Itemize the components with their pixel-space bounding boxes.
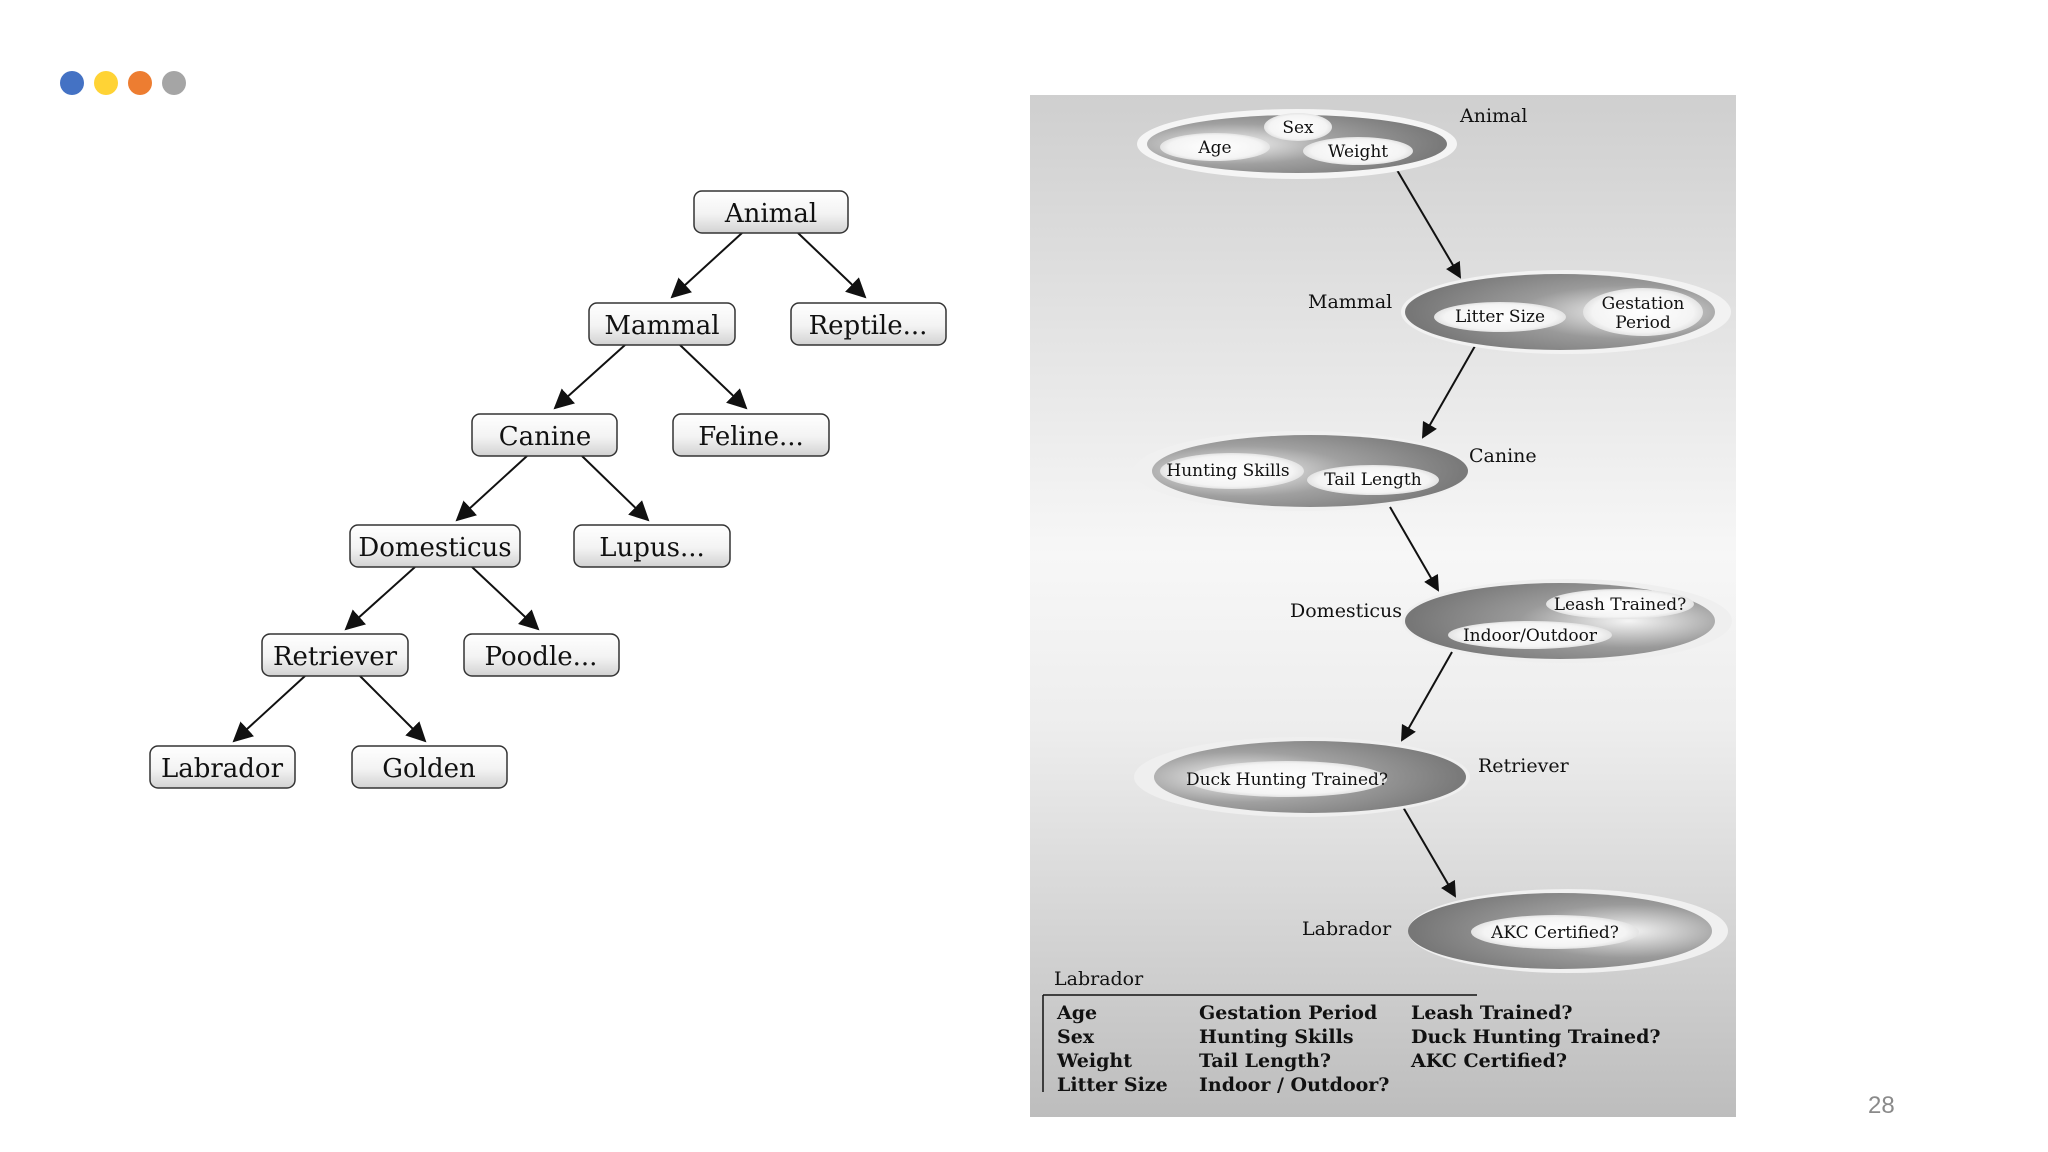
attribute-pill	[1434, 302, 1566, 332]
level-name: Canine	[1469, 445, 1537, 467]
tree-node-mammal: Mammal	[588, 302, 736, 346]
tree-node-poodle: Poodle...	[463, 633, 620, 677]
attribute-sex: Sex	[1282, 118, 1314, 138]
attribute-duck-hunting-trained: Duck Hunting Trained?	[1186, 770, 1388, 790]
attribute-pill	[1583, 288, 1703, 336]
tree-node-lupus: Lupus...	[573, 524, 731, 568]
tree-node-label: Labrador	[161, 754, 284, 784]
tree-node-label: Canine	[499, 422, 592, 452]
tree-node-feline: Feline...	[672, 413, 830, 457]
dot-orange	[128, 71, 152, 95]
attribute-pill	[1160, 133, 1270, 161]
level-retriever: Duck Hunting Trained? Retriever	[1134, 737, 1570, 817]
edge-retriever-golden	[359, 675, 427, 743]
level-labrador: AKC Certified? Labrador	[1302, 889, 1728, 973]
dot-gray	[162, 71, 186, 95]
tree-node-animal: Animal	[693, 190, 849, 234]
edge-retriever-labrador	[232, 675, 306, 743]
tree-node-golden: Golden	[351, 745, 508, 789]
attribute-pill	[1546, 589, 1694, 619]
level-canine: Hunting Skills Tail Length Canine	[1134, 431, 1537, 511]
tree-node-label: Animal	[724, 199, 817, 229]
inheritance-figure: Sex Age Weight Animal Litter Size Gestat…	[1030, 95, 1736, 1117]
summary-item: Age	[1056, 1002, 1097, 1024]
tree-node-domesticus: Domesticus	[349, 524, 521, 568]
attribute-pill	[1264, 113, 1332, 141]
attribute-akc-certified: AKC Certified?	[1490, 923, 1619, 943]
arrow-domesticus-retriever	[1401, 651, 1453, 742]
summary-item: Duck Hunting Trained?	[1411, 1026, 1661, 1048]
attribute-hunting-skills: Hunting Skills	[1166, 461, 1289, 481]
tree-node-label: Retriever	[273, 642, 398, 672]
attribute-pill	[1471, 915, 1639, 949]
tree-edges	[232, 232, 867, 743]
summary-item: Hunting Skills	[1199, 1026, 1354, 1048]
level-mammal: Litter Size Gestation Period Mammal	[1308, 270, 1731, 354]
attribute-age: Age	[1197, 138, 1231, 158]
arrow-canine-domesticus	[1389, 506, 1440, 592]
edge-animal-mammal	[670, 232, 743, 299]
edge-canine-domesticus	[455, 455, 528, 522]
level-name: Domesticus	[1290, 600, 1402, 622]
attribute-litter-size: Litter Size	[1455, 307, 1545, 327]
summary-item: Tail Length?	[1199, 1050, 1331, 1072]
attribute-pill	[1187, 761, 1387, 797]
tree-node-label: Lupus...	[599, 533, 705, 563]
summary-item: Sex	[1057, 1026, 1095, 1048]
edge-mammal-feline	[679, 344, 748, 410]
tree-node-retriever: Retriever	[261, 633, 409, 677]
class-hierarchy-tree: Animal Mammal Reptile... Canine Feline..…	[149, 190, 947, 789]
summary-item: Indoor / Outdoor?	[1199, 1074, 1389, 1096]
labrador-summary: Labrador Age Sex Weight Litter Size Gest…	[1042, 968, 1661, 1096]
page-number: 28	[1868, 1092, 1895, 1119]
dot-blue	[60, 71, 84, 95]
attribute-leash-trained: Leash Trained?	[1554, 595, 1687, 615]
dot-yellow	[94, 71, 118, 95]
summary-item: Litter Size	[1057, 1074, 1168, 1096]
summary-item: Gestation Period	[1199, 1002, 1377, 1024]
level-name: Mammal	[1308, 291, 1392, 313]
tree-node-label: Poodle...	[485, 642, 598, 672]
attribute-pill	[1303, 137, 1413, 165]
attribute-gestation-line-2: Period	[1615, 313, 1671, 333]
edge-mammal-canine	[553, 344, 626, 410]
edge-domesticus-poodle	[471, 566, 540, 631]
edge-animal-reptile	[797, 232, 867, 299]
summary-title: Labrador	[1054, 968, 1144, 990]
level-name: Labrador	[1302, 918, 1392, 940]
level-animal: Sex Age Weight Animal	[1137, 105, 1527, 179]
arrow-retriever-labrador	[1402, 806, 1457, 898]
level-name: Animal	[1459, 105, 1527, 127]
level-domesticus: Leash Trained? Indoor/Outdoor Domesticus	[1290, 579, 1732, 663]
level-name: Retriever	[1478, 755, 1570, 777]
attribute-indoor-outdoor: Indoor/Outdoor	[1463, 626, 1598, 646]
summary-item: Weight	[1056, 1050, 1132, 1072]
attribute-gestation-line-1: Gestation	[1602, 294, 1685, 314]
summary-item: AKC Certified?	[1410, 1050, 1567, 1072]
slide-dots	[60, 71, 186, 95]
attribute-pill	[1160, 453, 1304, 489]
tree-node-label: Golden	[382, 754, 476, 784]
edge-domesticus-retriever	[344, 566, 416, 631]
summary-item: Leash Trained?	[1411, 1002, 1573, 1024]
tree-node-label: Feline...	[698, 422, 804, 452]
tree-node-canine: Canine	[471, 413, 618, 457]
attribute-tail-length: Tail Length	[1324, 470, 1421, 490]
tree-node-reptile: Reptile...	[790, 302, 947, 346]
edge-canine-lupus	[581, 455, 650, 522]
tree-node-labrador: Labrador	[149, 745, 296, 789]
tree-node-label: Reptile...	[809, 311, 928, 341]
attribute-pill	[1307, 465, 1439, 495]
attribute-weight: Weight	[1328, 142, 1388, 162]
arrow-animal-mammal	[1396, 169, 1462, 279]
tree-node-label: Mammal	[604, 311, 719, 341]
tree-node-label: Domesticus	[358, 533, 511, 563]
arrow-mammal-canine	[1422, 345, 1476, 439]
attribute-pill	[1448, 621, 1612, 649]
